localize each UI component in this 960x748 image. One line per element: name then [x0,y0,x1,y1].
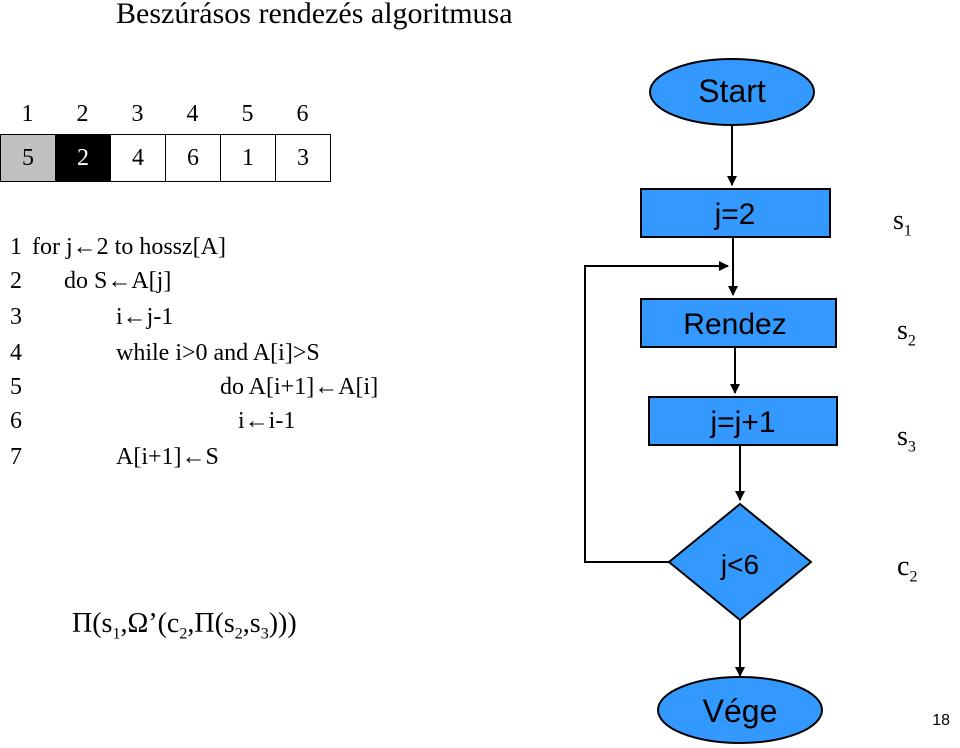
formula-part: ))) [268,608,297,639]
code-text: A[i+1]←S [116,444,219,470]
label-s3: s3 [897,420,916,465]
body-label: Rendez [683,308,786,341]
code-text: i←j-1 [116,304,174,330]
array-cell: 3 [276,135,331,181]
structure-formula: Π(s1,Ω’(c2,Π(s2,s3))) [72,604,297,655]
label-base: s [897,421,908,452]
index-cell: 6 [296,101,309,127]
formula-subscript: 2 [234,625,243,643]
label-subscript: 2 [907,332,916,350]
code-text: do A[i+1]←A[i] [220,374,379,400]
code-line-3: 3 i←j-1 [10,300,173,334]
code-text: i←i-1 [238,408,296,434]
formula-part: ,Ω’(c [120,608,180,639]
slide-title: Beszúrásos rendezés algoritmusa [116,0,513,30]
label-subscript: 3 [907,438,916,456]
label-base: c [897,551,910,582]
end-label: Vége [703,693,778,729]
label-subscript: 2 [909,568,918,586]
array-row: 5 2 4 6 1 3 [0,134,331,182]
label-base: s [897,315,908,346]
line-number: 5 [10,374,22,400]
body-process [640,298,837,348]
code-line-7: 7 A[i+1]←S [10,440,219,474]
label-s1: s1 [893,204,912,249]
array-cell: 1 [221,135,276,181]
formula-subscript: 1 [112,625,121,643]
formula-subscript: 2 [179,625,188,643]
formula-part: Π(s [72,608,113,639]
index-row: 1 2 3 4 5 6 [0,96,330,132]
line-number: 1 [10,234,22,260]
init-process [640,188,831,238]
array-cell: 6 [166,135,221,181]
line-number: 4 [10,340,22,366]
code-text: while i>0 and A[i]>S [116,340,320,366]
step-process [648,396,838,446]
start-label: Start [698,73,766,109]
label-subscript: 1 [903,222,912,240]
init-label: j=2 [714,198,756,231]
step-label: j=j+1 [709,406,775,439]
formula-subscript: 3 [260,625,269,643]
line-number: 3 [10,304,22,330]
formula-part: ,s [242,608,261,639]
label-c2: c2 [897,550,917,595]
loop-back-line [584,261,729,563]
label-base: s [893,205,904,236]
index-cell: 5 [241,101,254,127]
formula-part: ,Π(s [187,608,235,639]
code-line-5: 5 do A[i+1]←A[i] [10,370,378,404]
label-s2: s2 [897,314,916,359]
array-cell-current: 2 [56,135,111,181]
page-number: 18 [932,712,950,729]
index-cell: 4 [186,101,199,127]
code-line-6: 6 i←i-1 [10,404,295,438]
line-number: 2 [10,268,22,294]
end-terminal [657,676,823,744]
code-text: for j←2 to hossz[A] [32,234,226,260]
array-cell-sorted: 5 [1,135,56,181]
code-line-1: 1 for j←2 to hossz[A] [10,230,226,264]
code-line-4: 4 while i>0 and A[i]>S [10,336,320,370]
code-text: do S←A[j] [64,268,172,294]
index-cell: 1 [21,101,34,127]
code-line-2: 2 do S←A[j] [10,264,171,298]
index-cell: 2 [76,101,89,127]
array-cell: 4 [111,135,166,181]
line-number: 7 [10,444,22,470]
condition-label: j<6 [720,549,759,580]
index-cell: 3 [131,101,144,127]
line-number: 6 [10,408,22,434]
